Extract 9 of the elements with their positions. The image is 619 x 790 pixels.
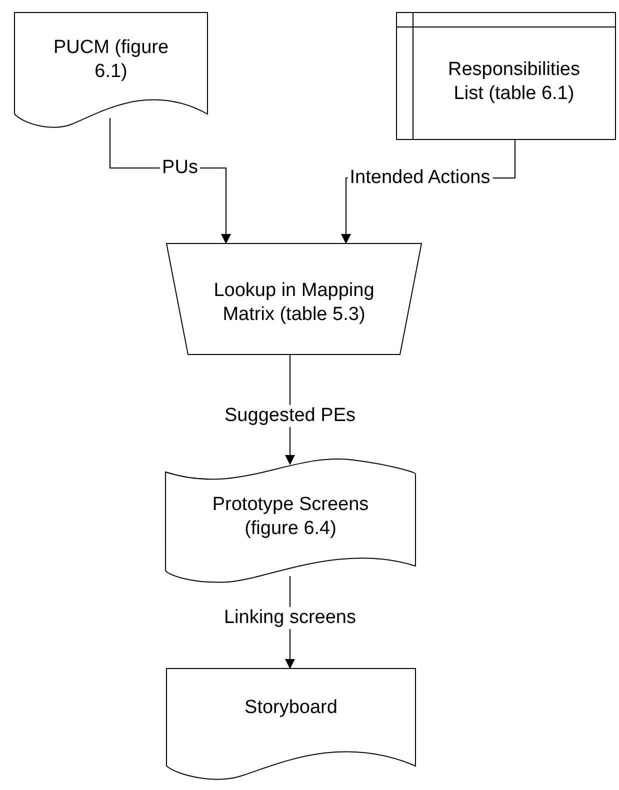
node-label: Storyboard (244, 696, 338, 720)
manual-operation-trapezoid (166, 243, 422, 355)
edge-label: Suggested PEs (222, 405, 358, 427)
internal-storage-shape (396, 12, 616, 140)
node-label: Lookup in Mapping Matrix (table 5.3) (212, 279, 376, 327)
node-label: Prototype Screens (figure 6.4) (211, 493, 370, 541)
node-label: Responsibilities List (table 6.1) (446, 58, 581, 106)
punched-tape-shape (165, 458, 416, 584)
node-label: PUCM (figure 6.1) (52, 36, 170, 84)
